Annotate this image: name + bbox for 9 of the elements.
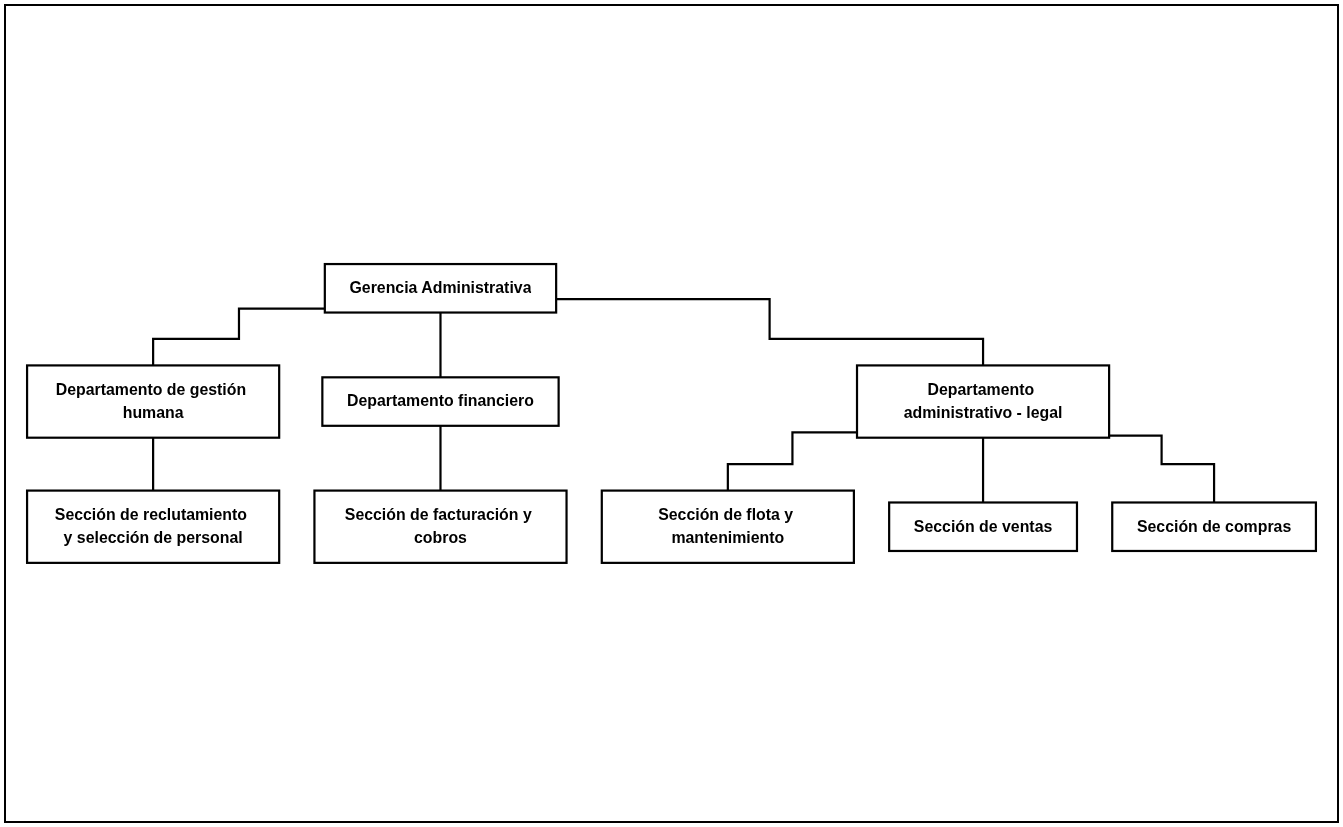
node-box: Sección de ventas bbox=[888, 501, 1079, 553]
node-box: Departamento financiero bbox=[321, 376, 560, 427]
node-box: Sección de compras bbox=[1111, 501, 1317, 553]
node-box: Sección de reclutamiento y selección de personal bbox=[25, 489, 281, 564]
node-box: Departamento administrativo - legal bbox=[855, 364, 1111, 439]
node-box: Sección de facturación y cobros bbox=[313, 489, 568, 564]
node-box: Gerencia Administrativa bbox=[323, 262, 558, 314]
node-box: Sección de flota y mantenimiento bbox=[600, 489, 855, 564]
node-box: Departamento de gestión humana bbox=[25, 364, 281, 439]
